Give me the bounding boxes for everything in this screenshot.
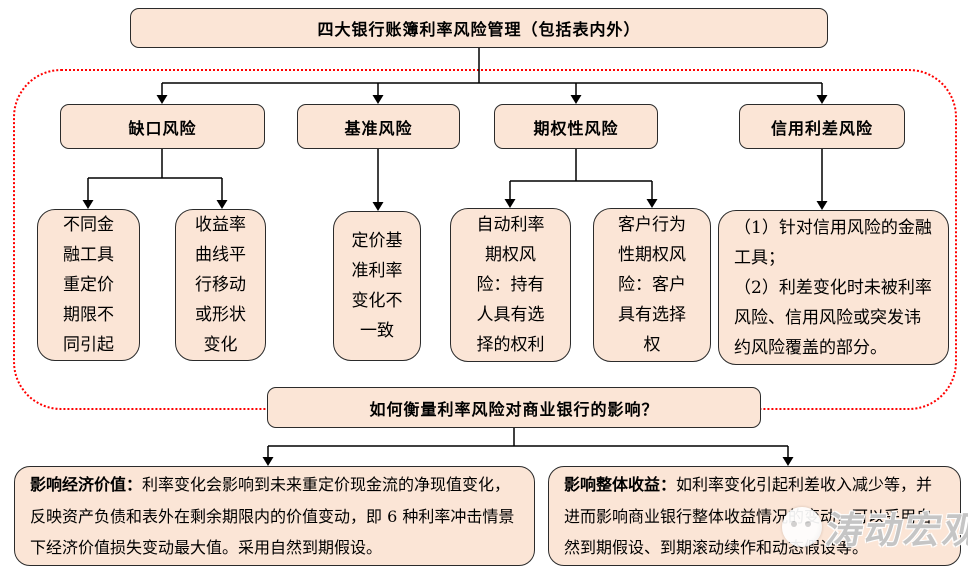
watermark-logo-icon (782, 507, 822, 547)
question-label: 如何衡量利率风险对商业银行的影响？ (369, 401, 659, 419)
category-box-basis-risk: 基准风险 (297, 104, 460, 149)
category-box-gap-risk: 缺口风险 (60, 104, 265, 149)
impact-box-economic-value: 影响经济价值：利率变化会影响到未来重定价现金流的净现值变化，反映资产负债和表外在… (14, 466, 535, 566)
question-box: 如何衡量利率风险对商业银行的影响？ (267, 387, 761, 428)
detail-box-behavioral-option: 客户行为性期权风险：客户具有选择权 (593, 208, 711, 362)
detail-box-automatic-option: 自动利率期权风险：持有人具有选择的权利 (450, 208, 571, 362)
category-box-optionality-risk: 期权性风险 (494, 104, 658, 149)
impact-title-economic-value: 影响经济价值： (30, 477, 143, 494)
impact-text-overall-earnings: 影响整体收益：如利率变化引起利差收入减少等，并进而影响商业银行整体收益情况的变动… (564, 469, 945, 563)
watermark-text: 涛动宏观 (822, 510, 968, 551)
detail-text: 不同金融工具重定价期限不同引起 (63, 215, 114, 355)
category-label-optionality-risk: 期权性风险 (533, 120, 619, 138)
root-box: 四大银行账簿利率风险管理（包括表内外） (130, 8, 828, 48)
impact-title-overall-earnings: 影响整体收益： (564, 477, 677, 494)
detail-text: 收益率曲线平行移动或形状变化 (195, 215, 246, 355)
impact-box-overall-earnings: 影响整体收益：如利率变化引起利差收入减少等，并进而影响商业银行整体收益情况的变动… (548, 466, 961, 566)
detail-box-gap-repricing-mismatch: 不同金融工具重定价期限不同引起 (37, 209, 140, 361)
detail-text: （1）针对信用风险的金融工具； （2）利差变化时未被利率风险、信用风险或突发讳约… (734, 217, 932, 358)
category-label-credit-spread-risk: 信用利差风险 (770, 120, 873, 138)
impact-text-economic-value: 影响经济价值：利率变化会影响到未来重定价现金流的净现值变化，反映资产负债和表外在… (30, 469, 519, 563)
category-label-gap-risk: 缺口风险 (128, 120, 197, 138)
detail-text: 自动利率期权风险：持有人具有选择的权利 (476, 215, 545, 355)
arrowhead-icons (82, 95, 828, 466)
impact-body-economic-value: 利率变化会影响到未来重定价现金流的净现值变化，反映资产负债和表外在剩余期限内的价… (30, 475, 515, 557)
detail-box-gap-yield-curve: 收益率曲线平行移动或形状变化 (175, 209, 266, 361)
category-label-basis-risk: 基准风险 (344, 120, 413, 138)
detail-box-basis-benchmark: 定价基准利率变化不一致 (333, 211, 421, 361)
connector-question-to-impacts (267, 428, 789, 457)
watermark: 涛动宏观 (782, 500, 968, 554)
impact-body-overall-earnings: 如利率变化引起利差收入减少等，并进而影响商业银行整体收益情况的变动，可以采用自然… (564, 475, 933, 557)
detail-text: 定价基准利率变化不一致 (351, 231, 403, 341)
root-label: 四大银行账簿利率风险管理（包括表内外） (317, 22, 641, 39)
connector-root-to-categories (161, 48, 823, 95)
detail-text: 客户行为性期权风险：客户具有选择权 (618, 215, 686, 355)
detail-box-credit-spread: （1）针对信用风险的金融工具； （2）利差变化时未被利率风险、信用风险或突发讳约… (718, 210, 949, 365)
connector-categories-to-details (87, 149, 823, 202)
category-box-credit-spread-risk: 信用利差风险 (739, 104, 905, 149)
